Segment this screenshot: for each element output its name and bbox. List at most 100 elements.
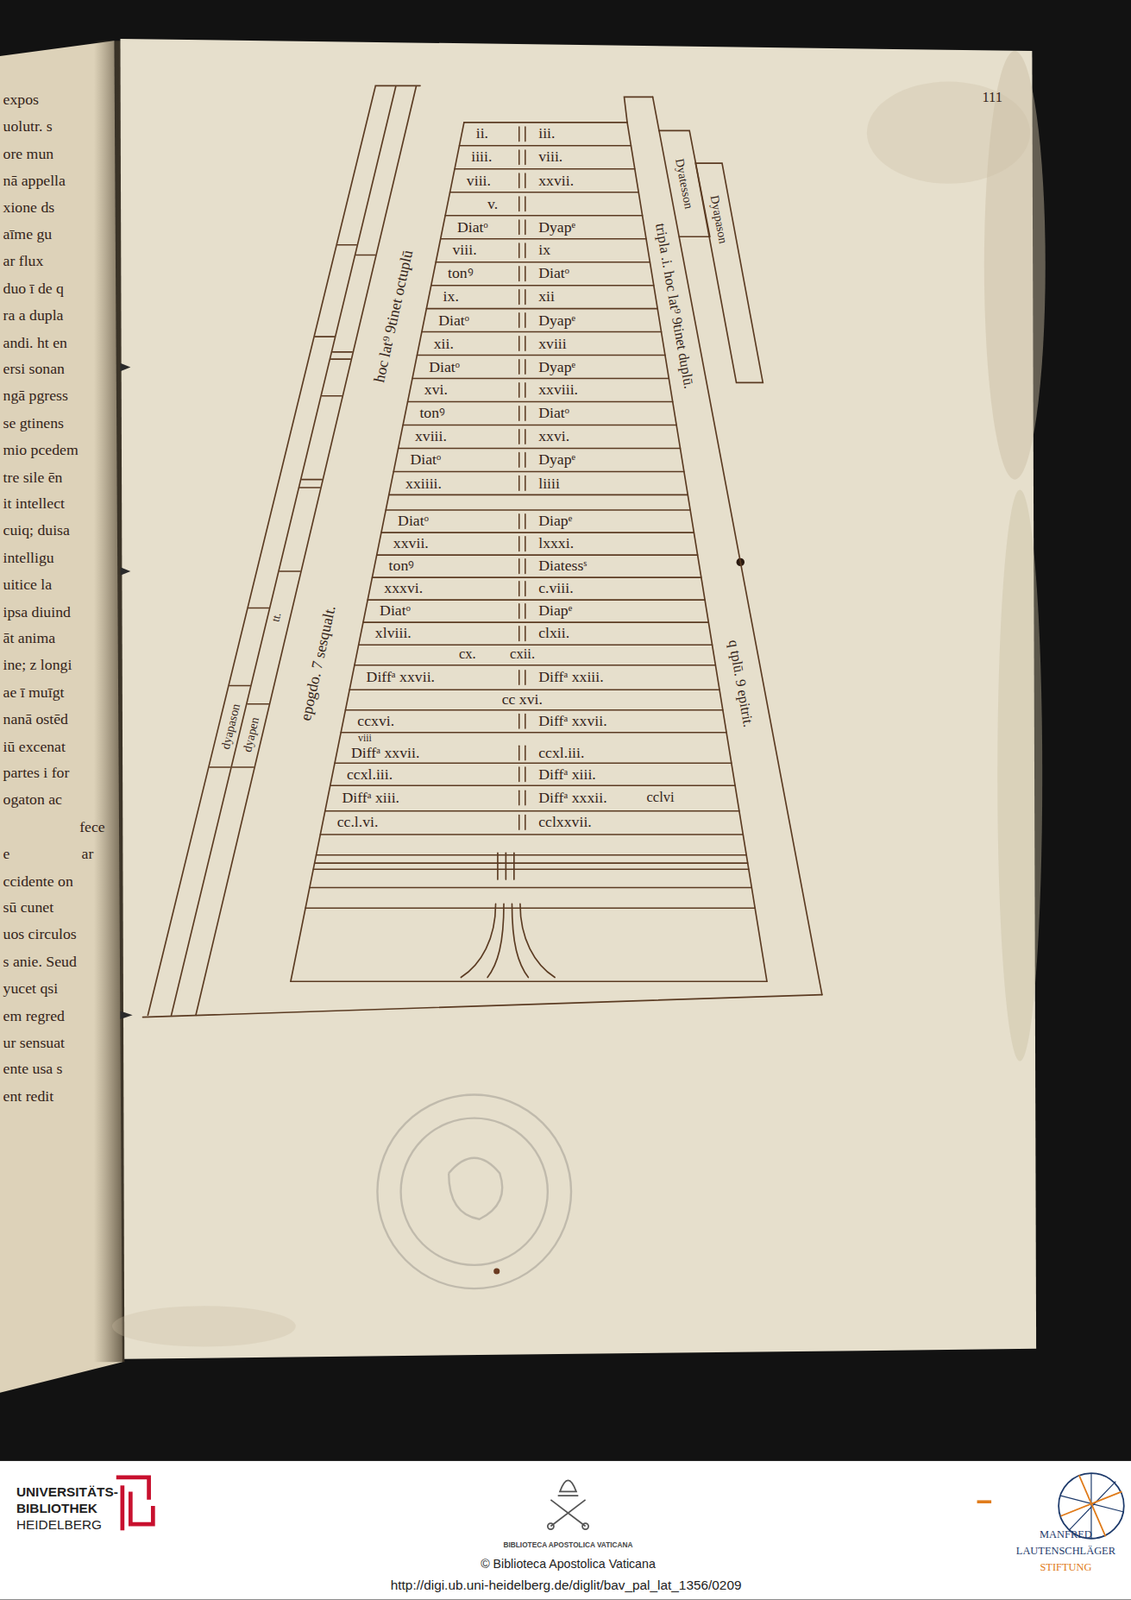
footer-text: HEIDELBERG bbox=[16, 1517, 102, 1531]
column-divider bbox=[518, 766, 521, 782]
table-cell: ix bbox=[538, 242, 551, 258]
column-divider bbox=[518, 196, 521, 212]
column-divider bbox=[524, 559, 527, 574]
column-divider bbox=[518, 603, 521, 619]
table-cell: Diffᵃ xxvii. bbox=[366, 669, 435, 685]
table-cell: iii. bbox=[538, 125, 555, 142]
ladder-rung bbox=[377, 553, 698, 556]
ladder-rung bbox=[464, 121, 628, 124]
column-divider bbox=[524, 581, 527, 597]
left-page-text: xione ds bbox=[3, 200, 56, 216]
column-tick bbox=[209, 766, 231, 768]
table-cell: cc.l.vi. bbox=[337, 814, 379, 830]
bracket-label: dyapen bbox=[240, 716, 261, 754]
table-cell: xxviii. bbox=[538, 382, 579, 398]
column-divider bbox=[518, 626, 521, 641]
table-cell: Diffᵃ xxiii. bbox=[538, 669, 604, 685]
table-cell: Dyapᵉ bbox=[538, 219, 576, 235]
ladder-rung bbox=[290, 980, 767, 983]
table-cell: v. bbox=[487, 195, 498, 212]
ladder-rung bbox=[349, 688, 720, 691]
ladder-rung bbox=[385, 508, 691, 511]
folio-number: 111 bbox=[981, 90, 1003, 106]
column-tick bbox=[333, 351, 353, 353]
table-cell: Diatᵒ bbox=[438, 312, 470, 328]
left-page-text: ar flux bbox=[3, 253, 44, 270]
table-cell: Diffᵃ xxvii. bbox=[351, 745, 420, 761]
left-page-text: uitice la bbox=[3, 577, 53, 593]
column-divider bbox=[524, 126, 527, 142]
left-page-text: cuiq; duisa bbox=[3, 522, 70, 539]
column-divider bbox=[524, 406, 527, 421]
column-divider bbox=[518, 559, 521, 574]
ladder-rung bbox=[412, 377, 669, 380]
column-divider bbox=[518, 289, 521, 305]
column-tick bbox=[337, 244, 357, 246]
ladder-rung bbox=[345, 709, 723, 711]
column-divider bbox=[518, 429, 521, 445]
right-page bbox=[119, 38, 1037, 1359]
table-cell: tonꝰ bbox=[389, 558, 415, 574]
table-cell: clxii. bbox=[538, 625, 570, 641]
marginal-label: epogdo. 7 sesqualt. bbox=[298, 603, 340, 723]
column-divider bbox=[518, 790, 521, 805]
ladder-rung bbox=[367, 598, 705, 601]
column-divider bbox=[518, 815, 521, 830]
left-page-text: ente usa s bbox=[3, 1061, 63, 1078]
column-divider bbox=[524, 714, 527, 729]
left-page-text: ogaton ac bbox=[3, 791, 63, 808]
table-cell: Diapᵉ bbox=[538, 603, 572, 619]
footer-text: MANFRED bbox=[1039, 1529, 1093, 1540]
ladder-rung bbox=[445, 214, 642, 217]
table-cell: Dyapᵉ bbox=[538, 312, 576, 328]
column-divider bbox=[518, 126, 521, 142]
column-divider bbox=[518, 476, 521, 491]
footer-text: © Biblioteca Apostolica Vaticana bbox=[480, 1557, 656, 1570]
left-page-text: mio pcedem bbox=[3, 442, 79, 459]
table-cell: Diapᵉ bbox=[538, 513, 572, 529]
ladder-rung bbox=[393, 471, 685, 473]
gutter-shadow bbox=[94, 40, 125, 1362]
left-page-text: ore mun bbox=[3, 145, 55, 162]
left-page-text: āt anima bbox=[3, 630, 57, 647]
column-tick bbox=[248, 607, 269, 610]
marginal-label: q tplū. 9 epitrit. bbox=[725, 638, 755, 729]
column-divider bbox=[518, 536, 521, 552]
table-cell: xxxvi. bbox=[383, 580, 423, 597]
table-cell: Diatᵒ bbox=[397, 513, 429, 529]
table-cell: Diffᵃ xiii. bbox=[341, 790, 400, 806]
table-cell: Diatᵒ bbox=[428, 358, 460, 375]
ladder-rung bbox=[325, 810, 740, 812]
ladder-rung bbox=[458, 144, 631, 147]
ladder-rung bbox=[314, 861, 748, 864]
table-cell: viii. bbox=[466, 172, 491, 189]
ladder-rung bbox=[358, 643, 713, 646]
ladder-rung bbox=[416, 354, 665, 357]
ladder-rung bbox=[354, 664, 716, 667]
footer-text: LAUTENSCHLÄGER bbox=[1016, 1545, 1116, 1557]
table-cell: cxii. bbox=[509, 647, 535, 662]
ladder-rung bbox=[371, 576, 701, 579]
left-page-text: partes i for bbox=[3, 765, 70, 781]
ladder-rung bbox=[431, 284, 654, 287]
column-tick bbox=[247, 703, 269, 705]
library-stamp bbox=[377, 1094, 572, 1289]
bracket-label: Dyapason bbox=[708, 194, 730, 245]
column-divider bbox=[518, 173, 521, 189]
column-divider bbox=[524, 243, 527, 258]
table-cell: Diffᵃ xiii. bbox=[538, 766, 597, 782]
table-cell: Dyapᵉ bbox=[538, 358, 576, 375]
column-tick bbox=[356, 254, 376, 257]
column-divider bbox=[518, 243, 521, 258]
ladder-rung bbox=[454, 168, 635, 170]
table-cell: ccxl.iii. bbox=[346, 766, 393, 782]
column-divider bbox=[518, 514, 521, 529]
footer-text: BIBLIOTECA APOSTOLICA VATICANA bbox=[503, 1540, 634, 1548]
table-cell: xlviii. bbox=[375, 625, 412, 641]
table-cell: Diatᵒ bbox=[379, 603, 411, 619]
left-page-text: ent redit bbox=[3, 1088, 55, 1105]
left-page-text: ccidente on bbox=[3, 873, 74, 889]
left-page-text: nā appella bbox=[3, 173, 66, 189]
ladder-rung bbox=[363, 621, 709, 623]
